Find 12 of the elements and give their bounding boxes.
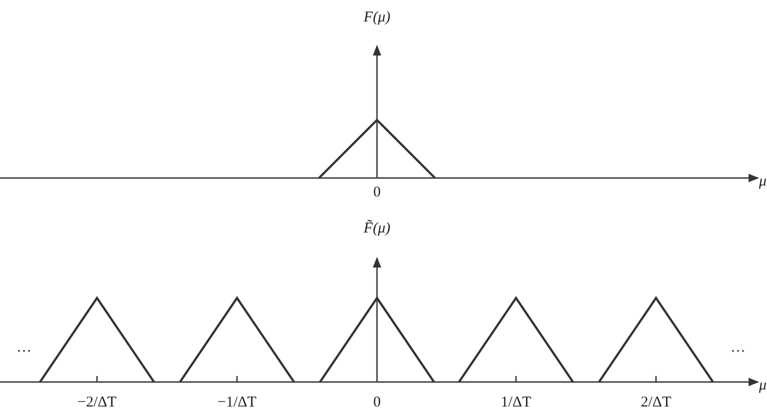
- tick-label: 0: [373, 186, 381, 200]
- axis-label: μ: [759, 378, 767, 394]
- tick-label: 1/ΔT: [500, 396, 532, 410]
- axis-label: μ: [759, 174, 767, 190]
- tick-label: 0: [373, 396, 381, 410]
- tick-label: −1/ΔT: [218, 396, 256, 410]
- tick-label: −2/ΔT: [78, 396, 116, 410]
- tick-label: 2/ΔT: [640, 396, 672, 410]
- ellipsis: …: [16, 340, 32, 356]
- axis-label: F̃(μ): [364, 222, 390, 236]
- axis-label: F(μ): [364, 10, 390, 26]
- ellipsis: …: [730, 340, 746, 356]
